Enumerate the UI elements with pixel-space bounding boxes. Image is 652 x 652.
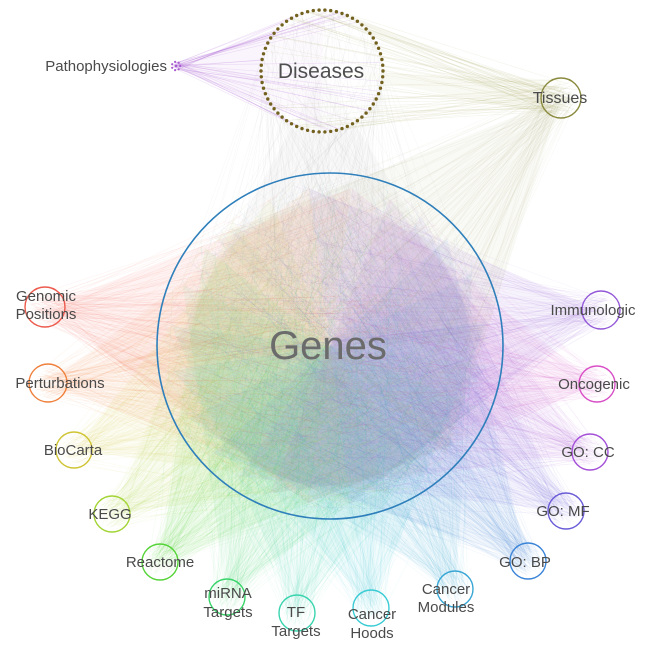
label-go_mf: GO: MF — [536, 503, 589, 520]
label-tissues: Tissues — [533, 90, 588, 107]
node-fill-go_mf — [548, 493, 584, 529]
node-go_mf[interactable] — [547, 492, 585, 530]
label-immunologic: Immunologic — [550, 302, 636, 319]
edges-oncogenic-genes — [165, 186, 613, 495]
label-mirna_targets: miRNA — [204, 585, 252, 602]
edges-pathophysiologies-diseases — [172, 11, 383, 134]
label-cancer_hoods: Cancer — [348, 606, 396, 623]
label-tf_targets: TF — [287, 604, 305, 621]
node-dot-rings — [171, 8, 385, 134]
wash-biocarta-genes — [74, 198, 390, 494]
node-go_bp[interactable] — [509, 542, 547, 580]
edges-biocarta-genes — [58, 182, 497, 509]
node-labels: Genes Diseases PathophysiologiesTissuesGen… — [15, 58, 636, 642]
label-oncogenic: Oncogenic — [558, 376, 630, 393]
label-cancer_modules: Modules — [418, 599, 475, 616]
wash-cancer_modules-genes — [188, 273, 472, 589]
node-fill-perturbations — [29, 364, 67, 402]
edges-cancer_hoods-genes — [164, 195, 487, 623]
label-go_bp: GO: BP — [499, 554, 551, 571]
edges-diseases-genes — [164, 8, 489, 512]
node-fill-tf_targets — [279, 595, 315, 631]
edges-go_mf-genes — [165, 186, 582, 526]
label-kegg: KEGG — [88, 506, 131, 523]
label-perturbations: Perturbations — [15, 375, 104, 392]
node-oncogenic[interactable] — [578, 365, 616, 403]
wash-reactome-genes — [160, 247, 456, 562]
label-pathophysiologies: Pathophysiologies — [45, 58, 167, 75]
label-biocarta: BioCarta — [44, 442, 103, 459]
edges-kegg-genes — [97, 181, 493, 529]
wash-immunologic-genes — [309, 188, 601, 504]
wash-oncogenic-genes — [307, 188, 597, 504]
node-tf_targets[interactable] — [278, 594, 316, 632]
node-fill-biocarta — [56, 432, 92, 468]
node-immunologic[interactable] — [581, 290, 621, 330]
node-fill-go_cc — [572, 434, 608, 470]
wash-tissues-genes — [213, 98, 561, 455]
wash-go_bp-genes — [212, 238, 528, 561]
label-genes: Genes — [269, 324, 387, 368]
label-cancer_hoods: Hoods — [350, 625, 393, 642]
edges-cancer_modules-genes — [173, 181, 478, 604]
node-cancer_modules[interactable] — [436, 570, 474, 608]
label-go_cc: GO: CC — [561, 444, 615, 461]
node-perturbations[interactable] — [28, 363, 68, 403]
edges-diseases-tissues — [263, 8, 581, 132]
node-diseases[interactable] — [259, 8, 385, 134]
wash-kegg-genes — [112, 219, 428, 514]
node-kegg[interactable] — [93, 495, 131, 533]
node-genomic_positions[interactable] — [24, 286, 66, 328]
wash-tf_targets-genes — [172, 326, 488, 613]
edges-mirna_targets-genes — [175, 192, 495, 612]
label-genomic_positions: Genomic — [16, 288, 77, 305]
edge-washes — [45, 14, 601, 613]
node-tissues[interactable] — [540, 77, 582, 119]
node-fill-genomic_positions — [25, 287, 65, 327]
edges-perturbations-genes — [32, 190, 495, 505]
node-mirna_targets[interactable] — [208, 578, 246, 616]
node-genes[interactable] — [156, 172, 504, 520]
label-tf_targets: Targets — [271, 623, 320, 640]
node-fill-oncogenic — [579, 366, 615, 402]
node-fill-reactome — [142, 544, 178, 580]
node-fill-kegg — [94, 496, 130, 532]
node-fill-immunologic — [582, 291, 620, 329]
wash-mirna_targets-genes — [182, 285, 478, 597]
node-fill-cancer_modules — [437, 571, 473, 607]
edges-immunologic-genes — [163, 184, 617, 505]
edges-go_bp-genes — [165, 181, 542, 577]
node-reactome[interactable] — [141, 543, 179, 581]
wash-go_mf-genes — [238, 215, 567, 511]
wash-go_cc-genes — [269, 198, 590, 494]
edges-reactome-genes — [144, 186, 474, 577]
label-genomic_positions: Positions — [16, 306, 77, 323]
wash-genomic_positions-genes — [45, 188, 352, 504]
node-fill-cancer_hoods — [353, 590, 389, 626]
label-cancer_modules: Cancer — [422, 581, 470, 598]
node-cancer_hoods[interactable] — [352, 589, 390, 627]
node-go_cc[interactable] — [571, 433, 609, 471]
label-diseases: Diseases — [278, 60, 364, 83]
edges-go_cc-genes — [180, 184, 604, 505]
wash-diseases-genes — [170, 71, 490, 351]
node-fill-go_bp — [510, 543, 546, 579]
node-fills — [25, 10, 620, 631]
node-fill-tissues — [541, 78, 581, 118]
label-mirna_targets: Targets — [203, 604, 252, 621]
node-fill-mirna_targets — [209, 579, 245, 615]
node-fill-diseases — [261, 10, 383, 132]
label-reactome: Reactome — [126, 554, 194, 571]
wash-cancer_hoods-genes — [172, 321, 488, 608]
node-outlines — [24, 77, 621, 632]
edge-lines — [28, 8, 617, 628]
node-pathophysiologies[interactable] — [171, 60, 182, 72]
wash-perturbations-genes — [48, 188, 351, 504]
edges-tissues-genes — [162, 81, 577, 506]
node-biocarta[interactable] — [55, 431, 93, 469]
